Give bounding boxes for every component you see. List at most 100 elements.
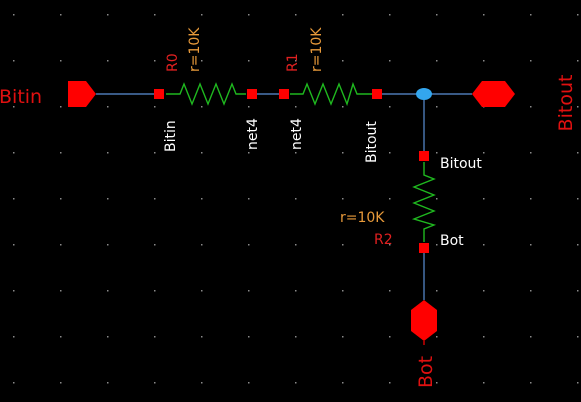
- grid-dot: [248, 336, 250, 338]
- grid-dot: [13, 14, 15, 16]
- grid-dot: [201, 198, 203, 200]
- grid-dot: [483, 198, 485, 200]
- grid-dot: [483, 60, 485, 62]
- grid-dot: [389, 14, 391, 16]
- grid-dot: [107, 198, 109, 200]
- grid-dot: [530, 382, 532, 384]
- grid-dot: [389, 106, 391, 108]
- grid-dot: [201, 60, 203, 62]
- r1-param-label: r=10K: [309, 27, 325, 72]
- grid-dots: [13, 14, 579, 384]
- resistor-r2[interactable]: [411, 151, 437, 253]
- grid-dot: [201, 152, 203, 154]
- grid-dot: [13, 290, 15, 292]
- grid-dot: [483, 336, 485, 338]
- grid-dot: [295, 382, 297, 384]
- grid-dot: [436, 244, 438, 246]
- port-bitin-symbol[interactable]: [68, 81, 96, 107]
- grid-dot: [436, 152, 438, 154]
- pin-r1-a[interactable]: [279, 89, 289, 99]
- grid-dot: [530, 198, 532, 200]
- grid-dot: [342, 244, 344, 246]
- grid-dot: [248, 382, 250, 384]
- grid-dot: [248, 290, 250, 292]
- grid-dot: [248, 244, 250, 246]
- grid-dot: [60, 290, 62, 292]
- grid-dot: [107, 106, 109, 108]
- grid-dot: [13, 382, 15, 384]
- grid-dot: [201, 336, 203, 338]
- r0-instance-label: R0: [165, 53, 181, 72]
- grid-dot: [577, 244, 579, 246]
- resistor-r0-body: [166, 82, 246, 106]
- grid-dot: [483, 152, 485, 154]
- grid-dot: [13, 198, 15, 200]
- grid-dot: [530, 106, 532, 108]
- grid-dot: [154, 244, 156, 246]
- port-label-bot: Bot: [415, 356, 437, 388]
- grid-dot: [342, 152, 344, 154]
- grid-dot: [248, 106, 250, 108]
- grid-dot: [577, 14, 579, 16]
- grid-dot: [154, 152, 156, 154]
- grid-dot: [295, 14, 297, 16]
- resistor-r1[interactable]: [279, 81, 382, 107]
- grid-dot: [13, 244, 15, 246]
- pin-r2-b[interactable]: [419, 243, 429, 253]
- grid-dot: [436, 336, 438, 338]
- grid-dot: [248, 14, 250, 16]
- grid-dot: [483, 244, 485, 246]
- grid-dot: [60, 382, 62, 384]
- junction-dot[interactable]: [416, 88, 432, 100]
- grid-dot: [248, 198, 250, 200]
- grid-dot: [342, 60, 344, 62]
- grid-dot: [201, 290, 203, 292]
- grid-dot: [342, 106, 344, 108]
- pin-r0-b[interactable]: [247, 89, 257, 99]
- grid-dot: [154, 198, 156, 200]
- port-bot-symbol[interactable]: [411, 300, 437, 341]
- port-label-bitout: Bitout: [555, 75, 577, 132]
- grid-dot: [483, 382, 485, 384]
- grid-dot: [436, 290, 438, 292]
- grid-dot: [154, 106, 156, 108]
- pin-r2-a[interactable]: [419, 151, 429, 161]
- grid-dot: [436, 198, 438, 200]
- port-bitout-symbol[interactable]: [472, 81, 515, 107]
- grid-dot: [389, 336, 391, 338]
- grid-dot: [389, 152, 391, 154]
- grid-dot: [342, 290, 344, 292]
- grid-dot: [60, 152, 62, 154]
- grid-dot: [389, 244, 391, 246]
- grid-dot: [13, 336, 15, 338]
- resistor-r2-body: [411, 162, 437, 242]
- grid-dot: [389, 382, 391, 384]
- pin-r0-a[interactable]: [154, 89, 164, 99]
- grid-dot: [201, 382, 203, 384]
- r2-pin-b-label: Bot: [440, 233, 464, 249]
- grid-dot: [60, 14, 62, 16]
- grid-dot: [60, 106, 62, 108]
- grid-dot: [295, 198, 297, 200]
- resistor-r1-body: [290, 81, 372, 107]
- r0-pin-b-label: net4: [245, 118, 261, 150]
- grid-dot: [60, 198, 62, 200]
- grid-dot: [154, 290, 156, 292]
- grid-dot: [295, 290, 297, 292]
- grid-dot: [13, 106, 15, 108]
- r1-instance-label: R1: [285, 53, 301, 72]
- grid-dot: [107, 382, 109, 384]
- r2-pin-a-label: Bitout: [440, 156, 482, 172]
- grid-dot: [342, 198, 344, 200]
- grid-dot: [295, 336, 297, 338]
- grid-dot: [295, 244, 297, 246]
- grid-dot: [248, 60, 250, 62]
- grid-dot: [436, 60, 438, 62]
- grid-dot: [530, 14, 532, 16]
- resistor-r0[interactable]: [154, 82, 257, 106]
- grid-dot: [530, 336, 532, 338]
- grid-dot: [342, 382, 344, 384]
- pin-r1-b[interactable]: [372, 89, 382, 99]
- grid-dot: [201, 106, 203, 108]
